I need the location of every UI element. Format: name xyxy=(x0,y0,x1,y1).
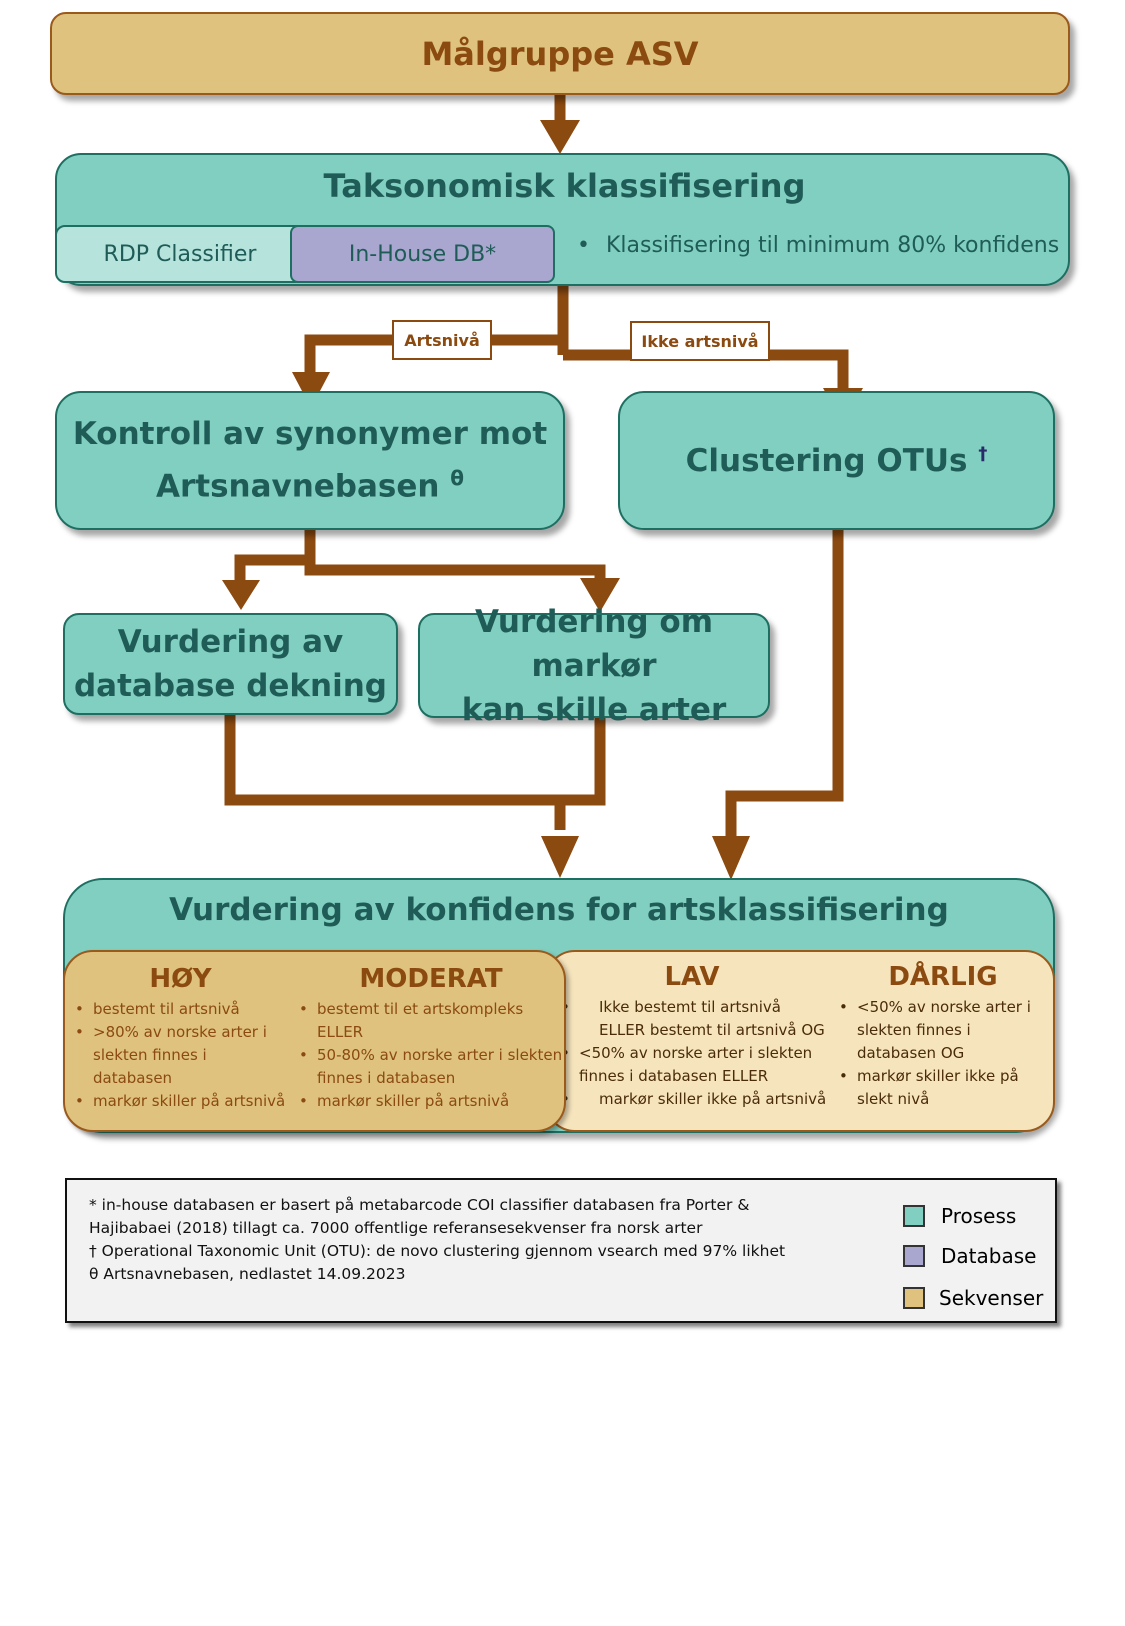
high-item: >80% av norske arter i slekten finnes i … xyxy=(75,1021,288,1090)
low-item: Ikke bestemt til artsnivå ELLER bestemt … xyxy=(561,996,827,1042)
process-swatch-icon xyxy=(903,1205,925,1227)
rdp-classifier-label: RDP Classifier xyxy=(103,241,257,267)
target-group-title: Målgruppe ASV xyxy=(421,34,699,73)
arrowhead xyxy=(712,836,750,880)
footnote-theta: θ Artsnavnebasen, nedlastet 14.09.2023 xyxy=(89,1265,406,1283)
poor-title: DÅRLIG xyxy=(888,962,998,992)
poor-item: markør skiller ikke på slekt nivå xyxy=(839,1065,1049,1111)
arrowhead xyxy=(541,836,579,878)
connector-synonyms-left xyxy=(234,554,310,585)
footnote-dagger: † Operational Taxonomic Unit (OTU): de n… xyxy=(89,1242,786,1260)
moderate-item: 50-80% av norske arter i slekten finnes … xyxy=(299,1044,565,1090)
label-species-level: Artsnivå xyxy=(392,320,492,360)
connector-clustering-down xyxy=(725,530,844,840)
legend: Prosess Database Sekvenser xyxy=(903,1196,1053,1320)
low-item: <50% av norske arter i slekten finnes i … xyxy=(561,1042,827,1088)
poor-column: DÅRLIG <50% av norske arter i slekten fi… xyxy=(837,962,1049,1111)
legend-process: Prosess xyxy=(903,1196,1053,1236)
legend-sequences: Sekvenser xyxy=(903,1276,1053,1320)
coverage-line1: Vurdering av xyxy=(117,624,344,660)
arrowhead xyxy=(222,580,260,610)
legend-process-label: Prosess xyxy=(941,1204,1017,1228)
bullet-icon: • xyxy=(577,233,590,258)
database-swatch-icon xyxy=(903,1245,925,1267)
inhouse-db-box: In-House DB* xyxy=(290,225,555,283)
taxonomy-box: Taksonomisk klassifisering RDP Classifie… xyxy=(55,153,1070,286)
low-item: markør skiller ikke på artsnivå xyxy=(561,1088,827,1111)
target-group-box: Målgruppe ASV xyxy=(50,12,1070,95)
label-not-species-level: Ikke artsnivå xyxy=(630,321,770,361)
high-title: HØY xyxy=(149,964,212,994)
legend-sequences-label: Sekvenser xyxy=(939,1286,1044,1310)
arrowhead xyxy=(292,372,330,408)
connector-marker-merge xyxy=(560,718,606,806)
high-list: bestemt til artsnivå >80% av norske arte… xyxy=(73,998,288,1113)
poor-item: <50% av norske arter i slekten finnes i … xyxy=(839,996,1049,1065)
synonym-check-line2: Artsnavnebasen xyxy=(155,468,440,505)
legend-database: Database xyxy=(903,1236,1053,1276)
high-item: bestemt til artsnivå xyxy=(75,998,288,1021)
footnotes: * in-house databasen er basert på metaba… xyxy=(89,1194,809,1286)
taxonomy-bullet-text: Klassifisering til minimum 80% konfidens xyxy=(605,233,1060,258)
arrowhead xyxy=(580,578,620,612)
taxonomy-bullet: • Klassifisering til minimum 80% konfiden… xyxy=(577,233,1067,258)
high-moderate-panel: HØY bestemt til artsnivå >80% av norske … xyxy=(63,950,566,1132)
high-item: markør skiller på artsnivå xyxy=(75,1090,288,1113)
database-coverage-box: Vurdering av database dekning xyxy=(63,613,398,715)
marker-separation-box: Vurdering om markør kan skille arter xyxy=(418,604,770,728)
low-column: LAV Ikke bestemt til artsnivå ELLER best… xyxy=(557,962,827,1111)
moderate-list: bestemt til et artskompleks ELLER 50-80%… xyxy=(297,998,565,1113)
low-poor-panel: LAV Ikke bestemt til artsnivå ELLER best… xyxy=(545,950,1055,1132)
synonym-check-line1: Kontroll av synonymer mot xyxy=(72,416,548,453)
inhouse-db-label: In-House DB* xyxy=(348,241,497,267)
moderate-column: MODERAT bestemt til et artskompleks ELLE… xyxy=(297,964,565,1113)
moderate-title: MODERAT xyxy=(359,964,503,994)
connector-coverage-merge xyxy=(224,715,566,830)
poor-list: <50% av norske arter i slekten finnes i … xyxy=(837,996,1049,1111)
dagger-mark: † xyxy=(978,443,988,465)
taxonomy-title: Taksonomisk klassifisering xyxy=(323,167,806,205)
synonym-check-box: Kontroll av synonymer mot Artsnavnebasen… xyxy=(55,391,565,530)
low-title: LAV xyxy=(664,962,720,992)
footnote-star: * in-house databasen er basert på metaba… xyxy=(89,1196,750,1237)
legend-database-label: Database xyxy=(941,1244,1037,1268)
moderate-item: markør skiller på artsnivå xyxy=(299,1090,565,1113)
high-column: HØY bestemt til artsnivå >80% av norske … xyxy=(73,964,288,1113)
connector-not-species-branch xyxy=(563,349,849,395)
marker-line1: Vurdering om markør xyxy=(474,603,714,684)
marker-line2: kan skille arter xyxy=(461,691,727,728)
footnote-legend-box: * in-house databasen er basert på metaba… xyxy=(65,1178,1057,1323)
connector-synonyms-right xyxy=(304,530,606,585)
confidence-assessment-box: Vurdering av konfidens for artsklassifis… xyxy=(63,878,1055,1133)
low-list: Ikke bestemt til artsnivå ELLER bestemt … xyxy=(557,996,827,1111)
rdp-classifier-box: RDP Classifier xyxy=(55,225,305,283)
arrowhead xyxy=(540,120,580,154)
clustering-otus-box: Clustering OTUs † xyxy=(618,391,1055,530)
sequences-swatch-icon xyxy=(903,1287,925,1309)
theta-mark: θ xyxy=(450,466,465,491)
coverage-line2: database dekning xyxy=(73,668,387,704)
clustering-otus-title: Clustering OTUs xyxy=(685,442,968,479)
confidence-title: Vurdering av konfidens for artsklassifis… xyxy=(169,892,949,928)
moderate-item: bestemt til et artskompleks ELLER xyxy=(299,998,565,1044)
